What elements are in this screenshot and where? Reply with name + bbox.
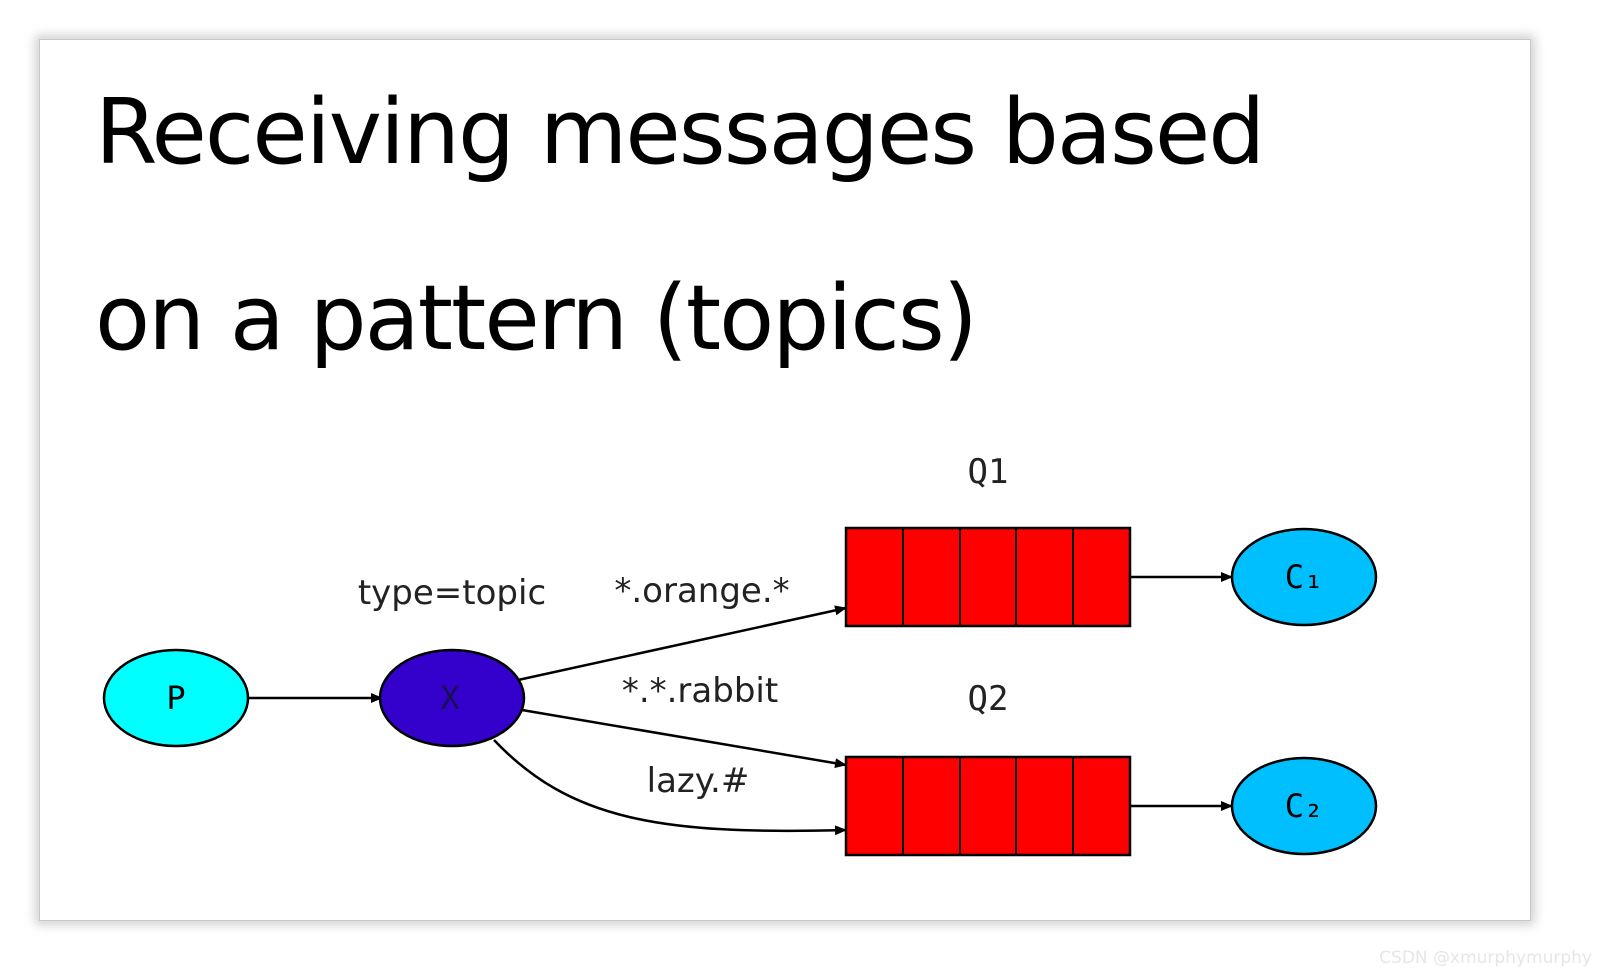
consumer1-node: C₁ [1230,527,1378,627]
binding-label-orange: *.orange.* [614,571,789,611]
consumer2-label: C₂ [1285,787,1324,825]
exchange-node: X [378,648,526,748]
watermark: CSDN @xmurphymurphy [1379,948,1592,968]
title-line-2: on a pattern (topics) [95,266,978,371]
exchange-type-label: type=topic [358,573,546,613]
queue2 [844,755,1132,857]
queue1-label: Q1 [968,452,1009,492]
edge-x-to-q2-rabbit [521,708,847,769]
binding-label-lazy: lazy.# [647,761,750,801]
consumer1-label: C₁ [1285,558,1324,596]
producer-node: P [102,648,250,748]
exchange-label: X [440,679,459,717]
slide-title: Receiving messages based on a pattern (t… [95,40,1265,412]
queue1 [844,526,1132,628]
edge-x-to-q2-lazy [493,739,847,836]
edge-x-to-q1 [517,605,847,682]
queue2-label: Q2 [968,679,1009,719]
title-line-1: Receiving messages based [95,80,1265,185]
producer-label: P [166,679,185,717]
binding-label-rabbit: *.*.rabbit [622,671,778,711]
consumer2-node: C₂ [1230,756,1378,856]
